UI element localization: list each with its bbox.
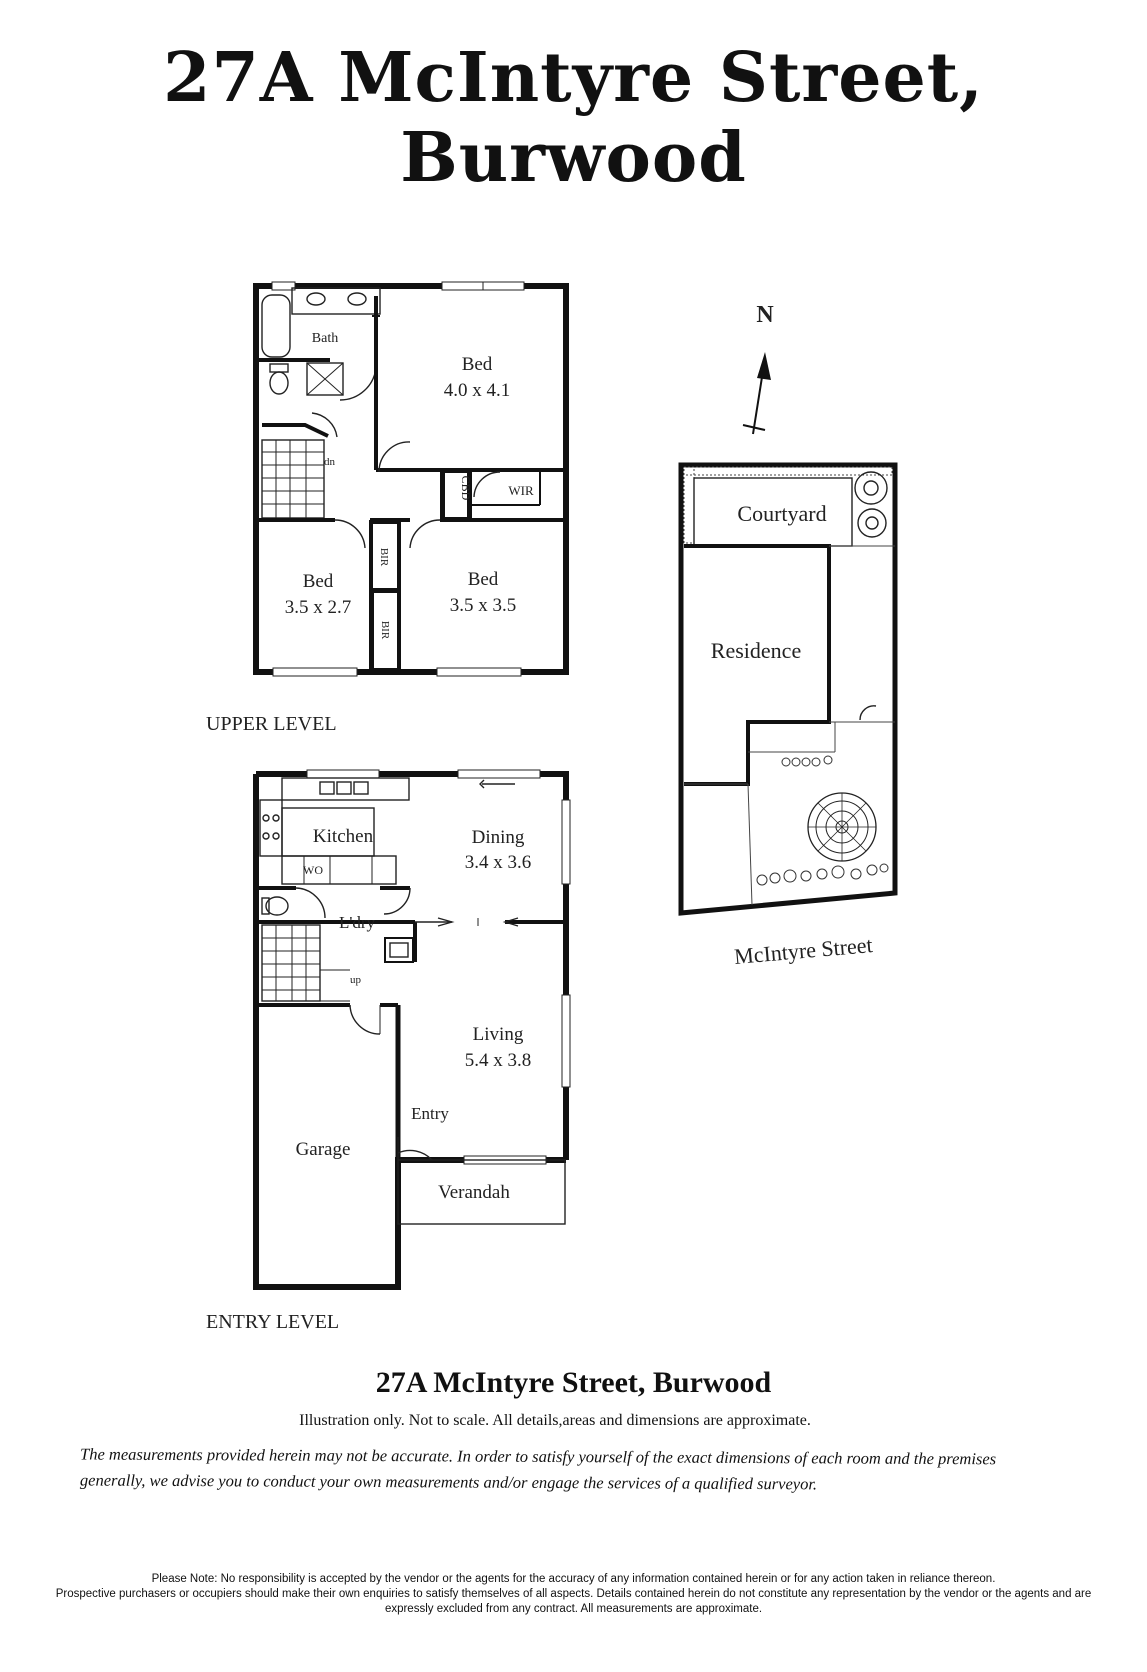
bath-label: Bath — [312, 331, 338, 346]
lot-boundary — [678, 462, 898, 916]
verandah-label: Verandah — [438, 1182, 510, 1203]
disclaimer-line: Please Note: No responsibility is accept… — [151, 1573, 996, 1585]
bathtub — [261, 294, 291, 358]
disclaimer-line: Prospective purchasers or occupiers shou… — [55, 1588, 1092, 1600]
site-plan: N — [678, 302, 898, 969]
residence-label: Residence — [711, 638, 801, 663]
window — [306, 769, 380, 779]
dining-size: 3.4 x 3.6 — [465, 852, 532, 873]
courtyard-label: Courtyard — [737, 501, 826, 526]
bir-label-1: BIR — [378, 548, 390, 567]
living-size: 5.4 x 3.8 — [465, 1050, 532, 1071]
window — [457, 769, 541, 779]
page-title: 27A McIntyre Street, Burwood — [163, 38, 984, 198]
measurement-note: The measurements provided herein may not… — [79, 1444, 997, 1494]
north-label: N — [756, 302, 774, 328]
kitchen-bench-top — [281, 777, 410, 801]
vanity — [291, 287, 381, 315]
wo-label: WO — [303, 863, 323, 877]
entry-level-label: ENTRY LEVEL — [206, 1311, 339, 1333]
bir-label-2: BIR — [379, 621, 391, 640]
entry-level-plan: WO up — [206, 769, 571, 1333]
tree-icon — [807, 792, 877, 862]
disclaimer: Please Note: No responsibility is accept… — [0, 1572, 1147, 1617]
window — [272, 667, 358, 677]
window — [561, 994, 571, 1088]
upper-level-plan: dn Bath Bed 4.0 x 4.1 CBD WIR Bed 3.5 x … — [206, 281, 569, 735]
window — [561, 799, 571, 885]
shrub-icon — [857, 508, 887, 538]
left-bed-name: Bed — [303, 571, 334, 592]
footer-title: 27A McIntyre Street, Burwood — [375, 1366, 772, 1399]
garage-label: Garage — [296, 1139, 351, 1160]
toilet — [269, 371, 289, 395]
upper-stairs — [261, 439, 325, 519]
living-name: Living — [473, 1024, 524, 1045]
verandah-outline — [397, 1159, 566, 1225]
stairs-up-label: up — [350, 974, 362, 986]
main-bed-size: 4.0 x 4.1 — [444, 380, 511, 401]
laundry-label: L'dry — [339, 913, 376, 932]
dining-name: Dining — [472, 827, 525, 848]
upper-level-label: UPPER LEVEL — [206, 713, 337, 735]
left-bed-size: 3.5 x 2.7 — [285, 597, 352, 618]
right-bed-name: Bed — [468, 569, 499, 590]
north-arrow-icon — [742, 352, 771, 435]
cbd-label: CBD — [459, 476, 473, 501]
window — [271, 281, 296, 291]
kitchen-label: Kitchen — [313, 826, 374, 847]
upper-outer-wall — [253, 283, 569, 675]
stairs-dn-label: dn — [324, 456, 336, 468]
wir-label: WIR — [508, 483, 534, 498]
residence-outline — [684, 544, 831, 786]
main-bed-name: Bed — [462, 354, 493, 375]
kitchen-bench-lower — [281, 855, 397, 885]
cooktop — [259, 799, 283, 857]
garden-bed-icon — [756, 755, 889, 886]
right-bed-size: 3.5 x 3.5 — [450, 595, 517, 616]
disclaimer-line: expressly excluded from any contract. Al… — [384, 1603, 763, 1615]
window — [436, 667, 522, 677]
shower — [306, 362, 344, 396]
entry-stairs — [261, 924, 350, 1002]
laundry-toilet — [265, 896, 289, 916]
street-label: McIntyre Street — [733, 932, 873, 969]
illustration-note: Illustration only. Not to scale. All det… — [299, 1412, 811, 1429]
entry-label: Entry — [411, 1104, 449, 1123]
laundry-tub — [384, 937, 414, 963]
shrub-icon — [854, 471, 888, 505]
